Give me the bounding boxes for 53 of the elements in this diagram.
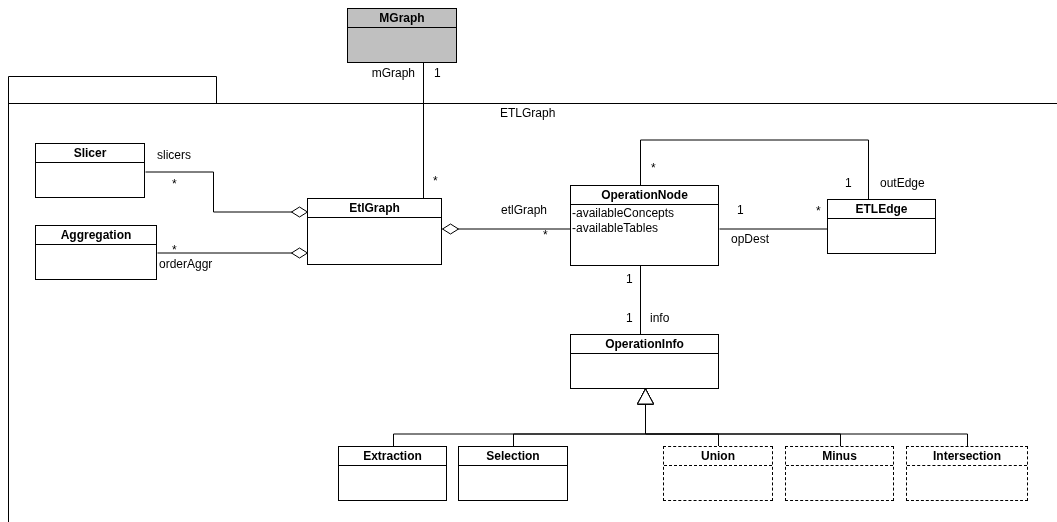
class-name: Union xyxy=(701,450,735,462)
role-name-label: etlGraph xyxy=(501,203,548,217)
class-box xyxy=(827,199,936,254)
role-name-label: opDest xyxy=(731,232,770,246)
class-box xyxy=(338,446,447,501)
multiplicity-label: * xyxy=(172,177,177,191)
multiplicity-label: 1 xyxy=(626,311,633,325)
attribute-text: -availableConcepts xyxy=(571,206,676,221)
class-box xyxy=(35,225,157,280)
association-line xyxy=(640,265,641,335)
class-name: OperationNode xyxy=(601,189,688,201)
association-line xyxy=(719,228,828,230)
class-name: EtlGraph xyxy=(349,202,400,214)
multiplicity-label: * xyxy=(433,174,438,188)
multiplicity-label: 1 xyxy=(626,272,633,286)
role-name-label: info xyxy=(650,311,670,325)
class-name: MGraph xyxy=(379,12,425,24)
role-name-label: orderAggr xyxy=(159,257,213,271)
aggregation-line xyxy=(145,171,308,218)
class-box xyxy=(785,446,894,501)
attribute-text: -availableTables xyxy=(571,221,660,236)
class-box xyxy=(663,446,773,501)
role-name-label: mGraph xyxy=(371,66,415,80)
class-box xyxy=(307,198,442,265)
aggregation-line xyxy=(157,247,308,259)
role-name-label: slicers xyxy=(157,148,191,162)
class-name: Aggregation xyxy=(60,229,132,241)
class-name: ETLEdge xyxy=(855,203,908,215)
generalization-arrow xyxy=(637,388,968,447)
class-box xyxy=(570,334,719,389)
class-name: Intersection xyxy=(933,450,1001,462)
class-name: Minus xyxy=(822,450,857,462)
multiplicity-label: 1 xyxy=(845,176,852,190)
aggregation-line xyxy=(442,223,571,235)
class-box xyxy=(906,446,1028,501)
multiplicity-label: * xyxy=(651,161,656,175)
multiplicity-label: 1 xyxy=(737,203,744,217)
class-name: Extraction xyxy=(363,450,422,462)
class-box xyxy=(35,143,145,198)
class-box xyxy=(458,446,568,501)
association-line xyxy=(423,62,424,199)
role-name-label: outEdge xyxy=(880,176,925,190)
class-box xyxy=(570,185,719,266)
multiplicity-label: * xyxy=(816,204,821,218)
multiplicity-label: 1 xyxy=(434,66,441,80)
class-box xyxy=(347,8,457,63)
class-name: Slicer xyxy=(73,147,107,159)
class-name: OperationInfo xyxy=(605,338,684,350)
association-line xyxy=(640,139,869,200)
package-name: ETLGraph xyxy=(500,105,556,122)
class-name: Selection xyxy=(486,450,540,462)
multiplicity-label: * xyxy=(543,228,548,242)
multiplicity-label: * xyxy=(172,243,177,257)
